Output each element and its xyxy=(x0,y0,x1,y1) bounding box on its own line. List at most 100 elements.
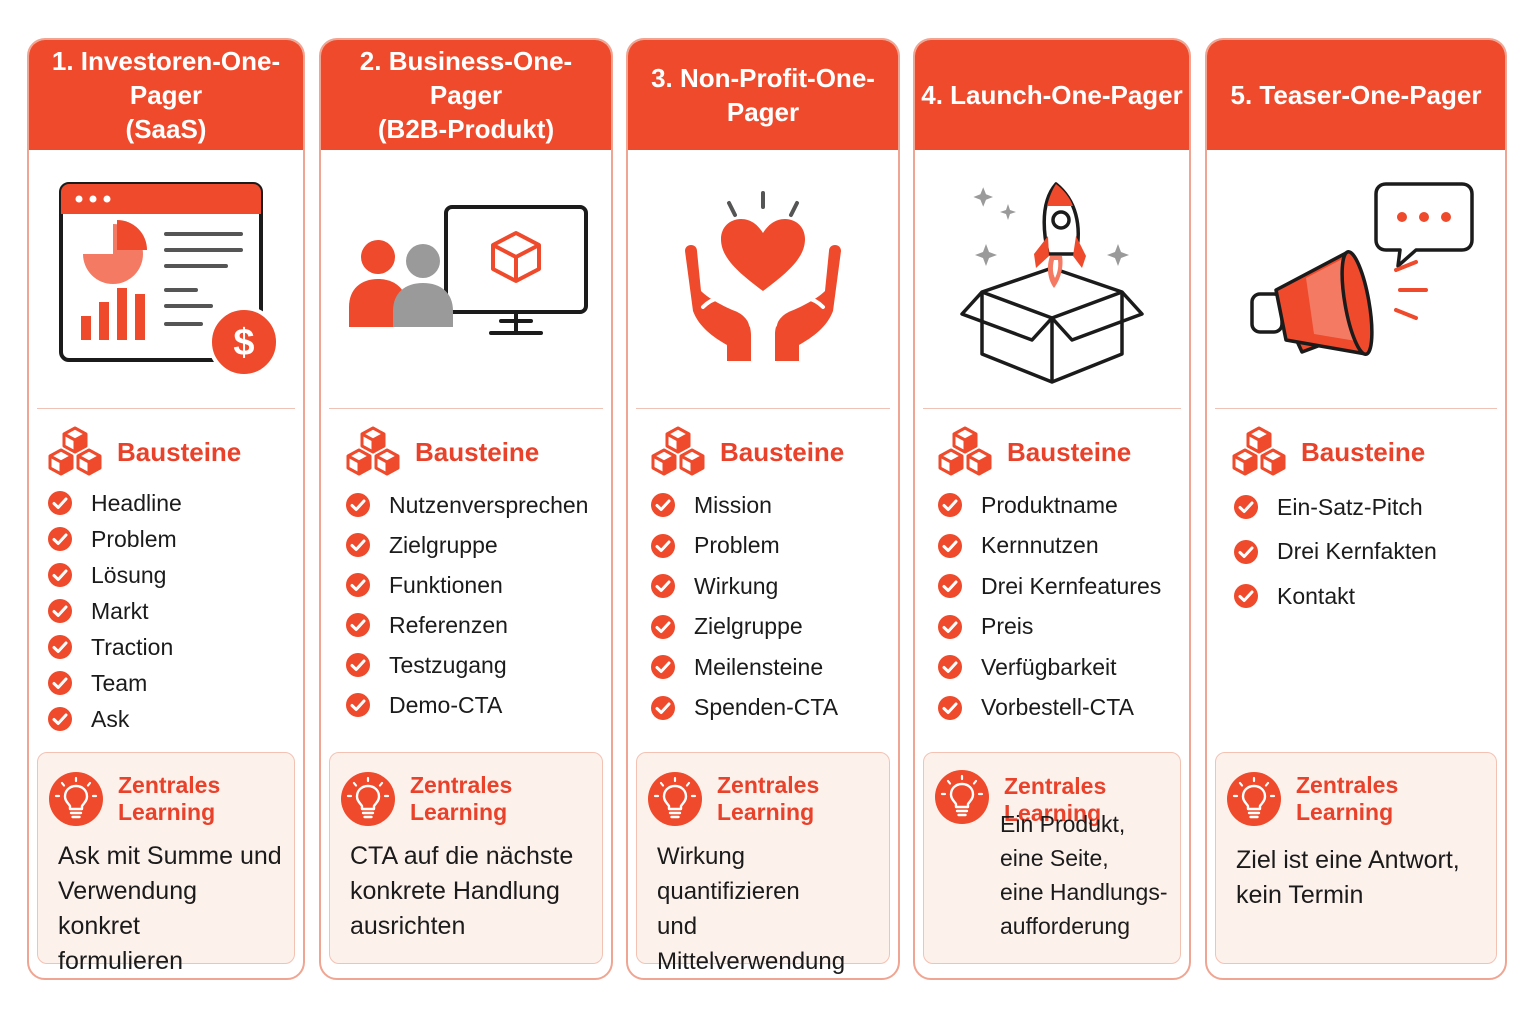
check-icon xyxy=(650,533,676,559)
list-item: Drei Kernfeatures xyxy=(937,566,1189,607)
lightbulb-icon xyxy=(48,771,104,827)
learning-title: Zentrales Learning xyxy=(118,772,221,825)
check-icon xyxy=(1233,494,1259,520)
card-non-profit-one-pager: 3. Non-Profit-One-Pager Bausteine Missio… xyxy=(626,38,900,980)
list-item: Drei Kernfakten xyxy=(1233,530,1505,575)
card-launch-one-pager: 4. Launch-One-Pager Bausteine xyxy=(913,38,1191,980)
people-monitor-icon xyxy=(349,205,588,335)
list-item: Headline xyxy=(47,485,303,521)
card-title: 4. Launch-One-Pager xyxy=(915,40,1189,150)
check-icon xyxy=(937,614,963,640)
list-item: Referenzen xyxy=(345,605,611,645)
section-label: Bausteine xyxy=(1301,436,1426,467)
list-item: Traction xyxy=(47,629,303,665)
check-icon xyxy=(1233,539,1259,565)
check-icon xyxy=(650,614,676,640)
learning-panel: Zentrales Learning Ziel ist eine Antwort… xyxy=(1215,752,1497,964)
check-icon xyxy=(47,706,73,732)
list-item: Kontakt xyxy=(1233,574,1505,619)
section-label: Bausteine xyxy=(117,436,242,467)
list-item: Team xyxy=(47,665,303,701)
check-icon xyxy=(650,695,676,721)
learning-title: Zentrales Learning xyxy=(717,772,820,825)
check-icon xyxy=(650,654,676,680)
building-blocks-list: Ein-Satz-Pitch Drei Kernfakten Kontakt xyxy=(1207,485,1505,619)
learning-text: CTA auf die nächste konkrete Handlung au… xyxy=(350,842,574,940)
list-item: Zielgruppe xyxy=(345,525,611,565)
megaphone-chat-icon xyxy=(1250,182,1474,357)
check-icon xyxy=(47,526,73,552)
list-item: Demo-CTA xyxy=(345,685,611,725)
lightbulb-icon xyxy=(934,769,990,825)
card-title: 5. Teaser-One-Pager xyxy=(1207,40,1505,150)
building-blocks-list: Nutzenversprechen Zielgruppe Funktionen … xyxy=(321,485,611,725)
check-icon xyxy=(650,573,676,599)
cubes-icon xyxy=(648,424,708,480)
learning-title: Zentrales Learning xyxy=(1004,773,1107,826)
list-item: Problem xyxy=(650,526,898,567)
list-item: Preis xyxy=(937,607,1189,648)
learning-panel: Zentrales Learning Ein Produkt, eine Sei… xyxy=(923,752,1181,964)
list-item: Problem xyxy=(47,521,303,557)
cubes-icon xyxy=(1229,424,1289,480)
list-item: Meilensteine xyxy=(650,647,898,688)
card-title: 2. Business-One-Pager (B2B-Produkt) xyxy=(321,40,611,150)
check-icon xyxy=(345,572,371,598)
section-label: Bausteine xyxy=(415,436,540,467)
lightbulb-icon xyxy=(340,771,396,827)
check-icon xyxy=(937,573,963,599)
check-icon xyxy=(937,654,963,680)
list-item: Ein-Satz-Pitch xyxy=(1233,485,1505,530)
list-item: Lösung xyxy=(47,557,303,593)
list-item: Mission xyxy=(650,485,898,526)
check-icon xyxy=(345,652,371,678)
check-icon xyxy=(47,598,73,624)
check-icon xyxy=(937,533,963,559)
check-icon xyxy=(47,490,73,516)
section-label: Bausteine xyxy=(1007,436,1132,467)
list-item: Funktionen xyxy=(345,565,611,605)
check-icon xyxy=(1233,583,1259,609)
card-business-one-pager: 2. Business-One-Pager (B2B-Produkt) Baus… xyxy=(319,38,613,980)
check-icon xyxy=(47,634,73,660)
building-blocks-list: Headline Problem Lösung Markt Traction T… xyxy=(29,485,303,737)
card-investoren-one-pager: 1. Investoren-One-Pager (SaaS) $ Baustei… xyxy=(27,38,305,980)
list-item: Spenden-CTA xyxy=(650,688,898,729)
learning-title: Zentrales Learning xyxy=(1296,772,1399,825)
list-item: Verfügbarkeit xyxy=(937,647,1189,688)
check-icon xyxy=(937,492,963,518)
learning-panel: Zentrales Learning Ask mit Summe und Ver… xyxy=(37,752,295,975)
rocket-box-icon xyxy=(960,182,1144,384)
building-blocks-list: Mission Problem Wirkung Zielgruppe Meile… xyxy=(628,485,898,728)
cubes-icon xyxy=(343,424,403,480)
building-blocks-list: Produktname Kernnutzen Drei Kernfeatures… xyxy=(915,485,1189,728)
check-icon xyxy=(345,492,371,518)
learning-panel: Zentrales Learning Wirkung quantifiziere… xyxy=(636,752,890,975)
section-label: Bausteine xyxy=(720,436,845,467)
check-icon xyxy=(937,695,963,721)
list-item: Kernnutzen xyxy=(937,526,1189,567)
lightbulb-icon xyxy=(647,771,703,827)
learning-text: Ziel ist eine Antwort, kein Termin xyxy=(1236,846,1460,909)
learning-text: Wirkung quantifizieren und Mittelverwend… xyxy=(657,843,846,975)
lightbulb-icon xyxy=(1226,771,1282,827)
learning-text: Ask mit Summe und Verwendung konkret for… xyxy=(58,842,282,975)
learning-panel: Zentrales Learning CTA auf die nächste k… xyxy=(329,752,603,964)
learning-title: Zentrales Learning xyxy=(410,772,513,825)
card-title: 1. Investoren-One-Pager (SaaS) xyxy=(29,40,303,150)
list-item: Ask xyxy=(47,701,303,737)
card-title: 3. Non-Profit-One-Pager xyxy=(628,40,898,150)
list-item: Markt xyxy=(47,593,303,629)
check-icon xyxy=(47,562,73,588)
list-item: Wirkung xyxy=(650,566,898,607)
list-item: Nutzenversprechen xyxy=(345,485,611,525)
check-icon xyxy=(650,492,676,518)
svg-text:$: $ xyxy=(233,322,254,364)
check-icon xyxy=(345,612,371,638)
hands-heart-icon xyxy=(685,191,841,361)
check-icon xyxy=(345,532,371,558)
list-item: Testzugang xyxy=(345,645,611,685)
cubes-icon xyxy=(935,424,995,480)
cubes-icon xyxy=(45,424,105,480)
card-teaser-one-pager: 5. Teaser-One-Pager Bausteine Ein-Satz-P… xyxy=(1205,38,1507,980)
